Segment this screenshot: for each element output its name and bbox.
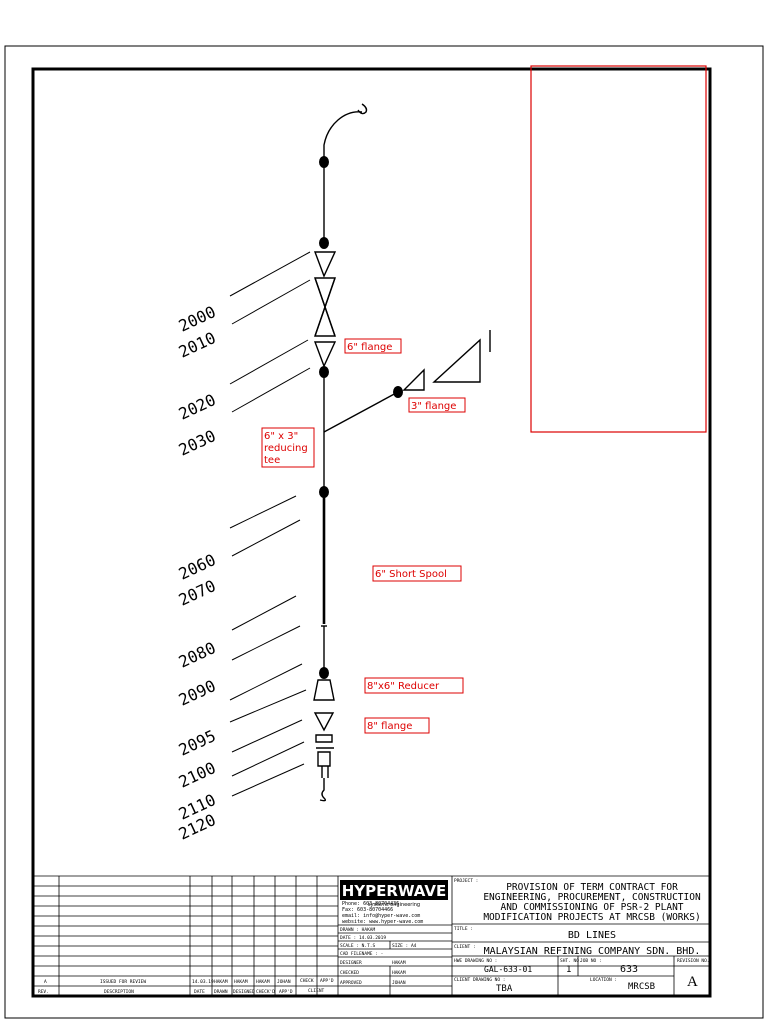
line-number: 2095: [176, 726, 219, 760]
svg-text:APP'D: APP'D: [279, 989, 293, 995]
drawing-title: BD LINES: [568, 930, 616, 941]
callout-short-spool: 6" Short Spool: [375, 569, 447, 580]
svg-text:A: A: [44, 979, 47, 985]
svg-text:HAKAM: HAKAM: [214, 979, 228, 985]
revision-letter: A: [687, 974, 698, 990]
svg-text:HAKAM: HAKAM: [234, 979, 248, 985]
svg-text:REV.: REV.: [38, 989, 49, 995]
svg-text:JOHAN: JOHAN: [277, 979, 291, 985]
svg-text:SHT. NO.: SHT. NO.: [560, 958, 582, 964]
svg-text:CHECK'D: CHECK'D: [256, 989, 275, 995]
drawing-number: GAL-633-01: [484, 965, 532, 974]
svg-text:LOCATION :: LOCATION :: [590, 977, 617, 983]
pipe-isometric: [313, 103, 491, 802]
weld-points: [319, 156, 403, 679]
svg-text:CLIENT: CLIENT: [308, 988, 325, 994]
svg-text:CHECKED: CHECKED: [340, 970, 359, 976]
callout-tee-1: 6" x 3": [264, 431, 298, 442]
callout-reducer: 8"x6" Reducer: [367, 681, 440, 692]
svg-text:TITLE :: TITLE :: [454, 926, 473, 932]
project-line: PROVISION OF TERM CONTRACT FOR: [506, 882, 678, 893]
line-number: 2030: [176, 426, 219, 460]
company-logo: HYPERWAVE systems engineering: [340, 880, 448, 908]
callouts: 6" flange 3" flange 6" x 3" reducing tee…: [261, 338, 466, 734]
svg-text:PROJECT :: PROJECT :: [454, 878, 478, 884]
svg-text:HAKAM: HAKAM: [392, 970, 406, 976]
svg-text:DATE: DATE: [194, 989, 205, 995]
svg-text:14.03.19: 14.03.19: [192, 979, 214, 985]
svg-text:1: 1: [566, 965, 571, 975]
svg-text:DRAWN: DRAWN: [214, 989, 228, 995]
callout-tee-2: reducing: [264, 443, 308, 454]
contact-info: Phone: 603-80704436 Fax: 603-80704466 em…: [342, 901, 423, 925]
drawing-frame: [31, 67, 712, 998]
line-number-labels: 2000 2010 2020 2030 2060 2070 2080 2090 …: [176, 302, 219, 844]
svg-text:DRAWN : HAKAM: DRAWN : HAKAM: [340, 927, 376, 933]
svg-text:JOHAN: JOHAN: [392, 980, 406, 986]
svg-text:MRCSB: MRCSB: [628, 982, 655, 992]
revision-table: A ISSUED FOR REVIEW 14.03.19 HAKAM HAKAM…: [38, 979, 293, 995]
notes-box: [530, 65, 707, 433]
svg-text:ISSUED FOR REVIEW: ISSUED FOR REVIEW: [100, 979, 146, 985]
svg-text:website: www.hyper-wave.com: website: www.hyper-wave.com: [342, 919, 423, 925]
svg-text:CLIENT DRAWING NO :: CLIENT DRAWING NO :: [454, 977, 505, 983]
callout-3in-flange: 3" flange: [411, 401, 456, 412]
svg-text:CLIENT :: CLIENT :: [454, 944, 476, 950]
svg-text:DATE : 14.03.2019: DATE : 14.03.2019: [340, 935, 386, 941]
svg-text:SCALE : N.T.S: SCALE : N.T.S: [340, 943, 376, 949]
svg-text:HAKAM: HAKAM: [256, 979, 270, 985]
logo-subtext: systems engineering: [368, 902, 420, 908]
paper-border: [4, 45, 764, 1019]
svg-text:SIZE : A4: SIZE : A4: [392, 943, 417, 949]
svg-text:DESIGNER: DESIGNER: [340, 960, 362, 966]
logo-text: HYPERWAVE: [342, 882, 447, 900]
callout-6in-flange: 6" flange: [347, 342, 392, 353]
svg-text:HWE DRAWING NO :: HWE DRAWING NO :: [454, 958, 497, 964]
callout-8in-flange: 8" flange: [367, 721, 412, 732]
svg-text:DESIGNED: DESIGNED: [233, 989, 255, 995]
callout-tee-3: tee: [264, 455, 280, 466]
svg-text:Fax: 603-80704466: Fax: 603-80704466: [342, 907, 393, 913]
svg-text:TBA: TBA: [496, 984, 513, 994]
svg-text:HAKAM: HAKAM: [392, 960, 406, 966]
svg-text:APPROVED: APPROVED: [340, 980, 362, 986]
svg-text:Phone: 603-80704436: Phone: 603-80704436: [342, 901, 399, 907]
title-block: [33, 875, 710, 996]
line-number: 2060: [176, 550, 219, 584]
leader-lines: [229, 251, 311, 797]
svg-text:CHECK: CHECK: [300, 978, 314, 984]
project-line: ENGINEERING, PROCUREMENT, CONSTRUCTION: [483, 892, 701, 903]
line-number: 2100: [176, 758, 219, 792]
line-number: 2020: [176, 390, 219, 424]
line-number: 2080: [176, 638, 219, 672]
svg-text:CAD FILENAME : -: CAD FILENAME : -: [340, 951, 383, 957]
line-number: 2000: [176, 302, 219, 336]
svg-text:JOB NO :: JOB NO :: [580, 958, 602, 964]
job-number: 633: [620, 964, 638, 975]
svg-text:DESCRIPTION: DESCRIPTION: [104, 989, 134, 995]
svg-text:email: info@hyper-wave.com: email: info@hyper-wave.com: [342, 913, 420, 919]
project-line: MODIFICATION PROJECTS AT MRCSB (WORKS): [483, 912, 700, 923]
client-name: MALAYSIAN REFINING COMPANY SDN. BHD.: [484, 946, 701, 957]
project-line: AND COMMISSIONING OF PSR-2 PLANT: [500, 902, 683, 913]
svg-text:REVISION NO.: REVISION NO.: [677, 958, 710, 964]
drawing-info: DRAWN : HAKAM DATE : 14.03.2019 SCALE : …: [300, 927, 417, 994]
line-number: 2090: [176, 676, 219, 710]
svg-text:APP'D: APP'D: [320, 978, 334, 984]
project-info: PROJECT : PROVISION OF TERM CONTRACT FOR…: [454, 878, 710, 994]
